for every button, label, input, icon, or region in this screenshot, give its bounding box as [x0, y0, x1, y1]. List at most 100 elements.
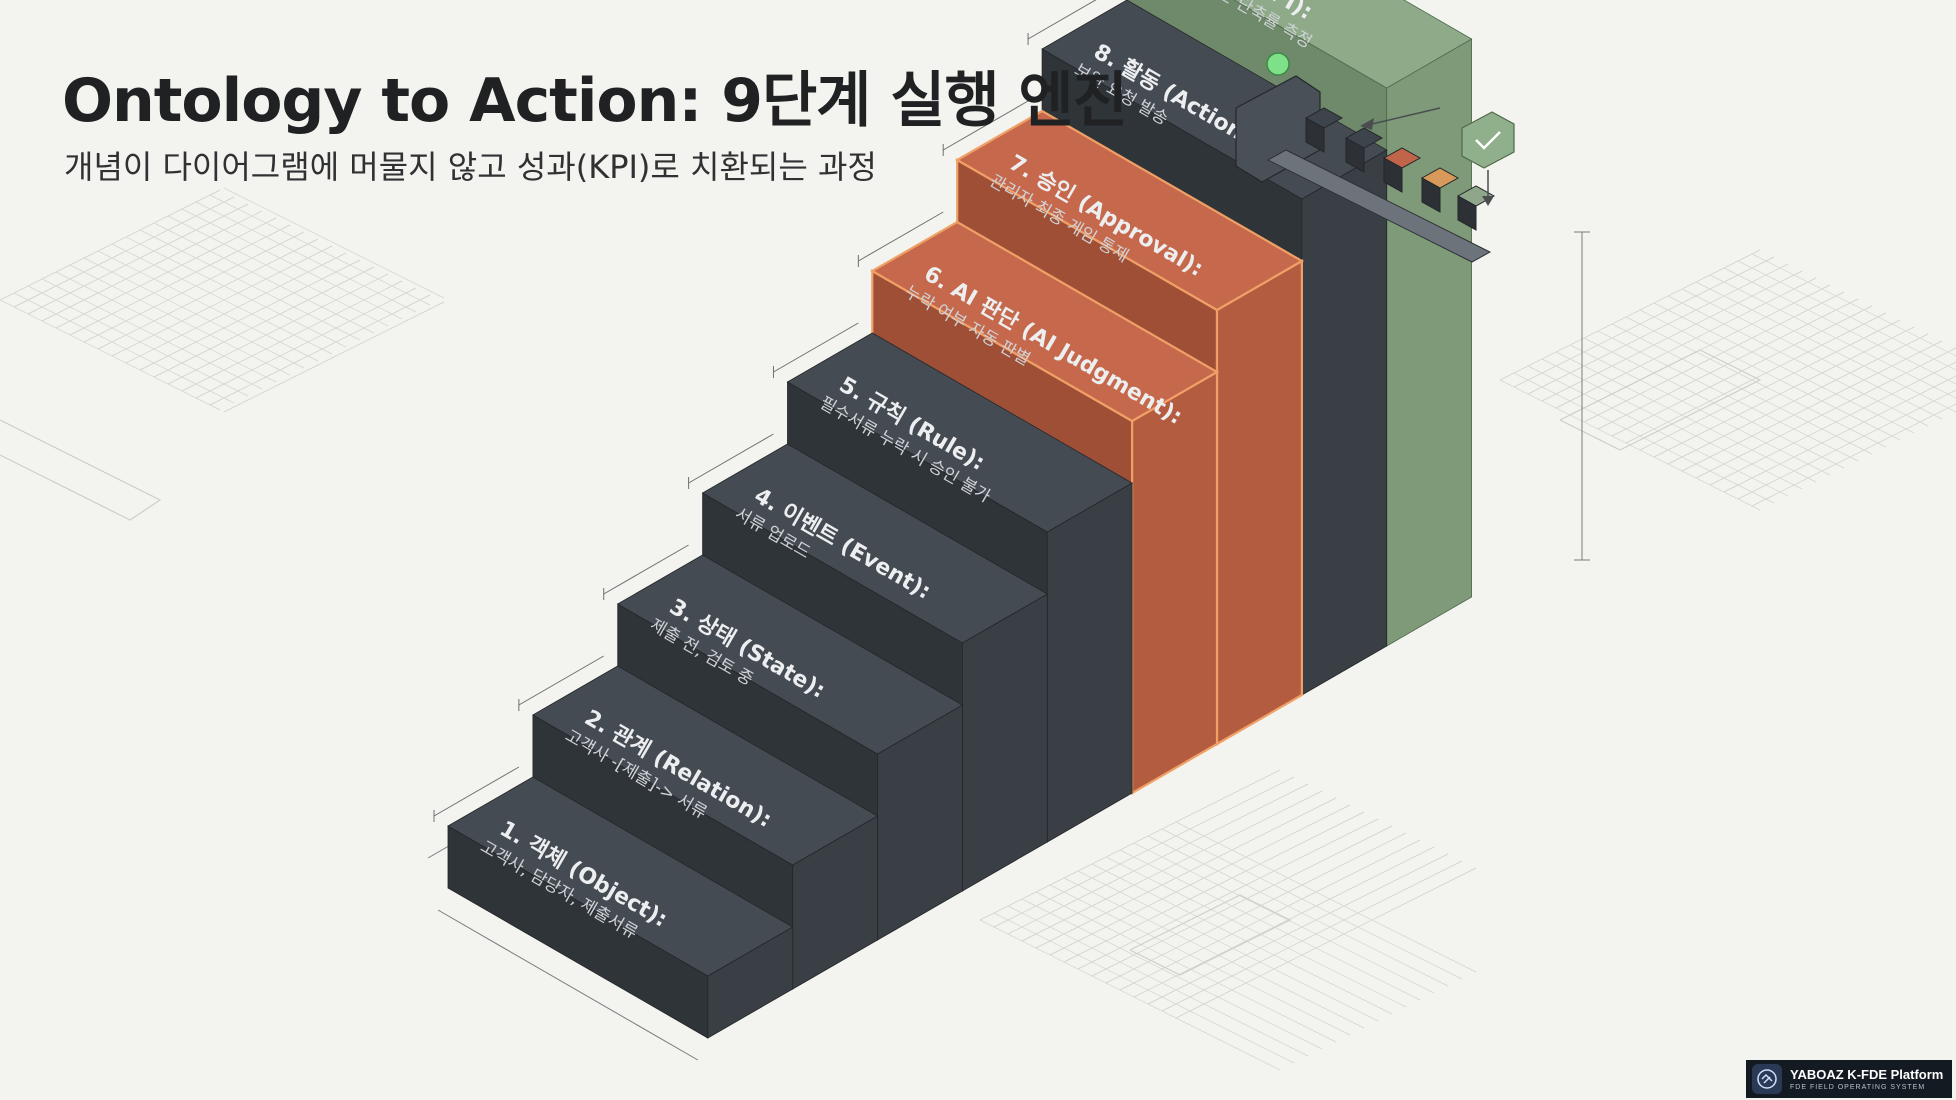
grid-line — [1063, 811, 1365, 963]
grid-line — [195, 201, 417, 313]
grid-line — [1513, 256, 1775, 388]
grid-line — [1541, 270, 1803, 402]
grid-line — [1751, 403, 1956, 507]
grid-line — [1063, 877, 1365, 1029]
grid-line — [1723, 267, 1956, 385]
checkmark-icon — [1475, 131, 1501, 150]
grid-line — [27, 285, 249, 397]
grid-line — [1723, 375, 1956, 493]
approved-box-icon — [1461, 111, 1515, 169]
grid-line — [1681, 288, 1943, 420]
grid-line — [1695, 281, 1956, 413]
grid-line — [1527, 263, 1789, 395]
grid-line — [1049, 804, 1351, 956]
grid-line — [1035, 797, 1337, 949]
grid-line — [111, 243, 333, 355]
step-top-face — [954, 109, 1305, 312]
blueprint-outline — [1559, 349, 1762, 451]
grid-line — [55, 271, 277, 383]
grid-line — [979, 919, 1281, 1071]
grid-line — [1133, 842, 1435, 994]
grid-line — [1077, 870, 1379, 1022]
grid-line — [1007, 905, 1309, 1057]
grid-line — [83, 231, 305, 343]
platform-name: YABOAZ K-FDE Platform — [1790, 1066, 1944, 1082]
grid-line — [69, 224, 291, 336]
grid-line — [1091, 825, 1393, 977]
platform-logo-icon — [1752, 1064, 1782, 1094]
blueprint-outline — [1129, 894, 1292, 976]
grid-line — [0, 299, 221, 411]
grid-line — [1035, 891, 1337, 1043]
grid-line — [1049, 884, 1351, 1036]
grid-line — [167, 273, 389, 385]
down-arrow-head — [1482, 196, 1494, 206]
step-block: 1. 객체 (Object):고객사, 담당자, 제출서류 — [447, 776, 794, 1039]
status-light-icon — [1266, 52, 1290, 76]
grid-line — [1119, 849, 1421, 1001]
dimension-tick — [942, 100, 1029, 151]
platform-badge: YABOAZ K-FDE Platform FDE FIELD OPERATIN… — [1746, 1060, 1952, 1098]
grid-line — [1653, 302, 1915, 434]
dimension-tick — [773, 322, 859, 373]
grid-line — [181, 208, 403, 320]
grid-line — [1105, 856, 1407, 1008]
grid-line — [1639, 309, 1901, 441]
grid-line — [1639, 319, 1901, 451]
step-top-face — [786, 332, 1133, 533]
grid-line — [1709, 361, 1956, 486]
step-top-face — [616, 554, 964, 755]
platform-tagline: FDE FIELD OPERATING SYSTEM — [1790, 1083, 1926, 1091]
grid-line — [1175, 867, 1477, 1019]
step-top-face — [701, 443, 1049, 644]
grid-line — [97, 250, 319, 362]
grid-line — [1709, 274, 1956, 399]
grid-line — [1681, 340, 1943, 472]
package-box-side — [1305, 117, 1325, 153]
grid-line — [153, 266, 375, 378]
dimension-tick — [433, 766, 520, 817]
grid-line — [1161, 860, 1463, 1012]
grid-line — [125, 252, 347, 364]
step-side-face — [1215, 259, 1304, 746]
step-top-face — [1233, 0, 1473, 89]
grid-line — [1105, 832, 1407, 984]
grid-line — [993, 912, 1295, 1064]
package-box-side — [1421, 177, 1441, 213]
grid-line — [125, 236, 347, 348]
grid-line — [1667, 295, 1929, 427]
background-blueprint-grid — [0, 187, 1956, 1071]
step-top-face — [532, 665, 879, 866]
grid-line — [41, 278, 263, 390]
grid-line — [181, 280, 403, 392]
grid-line — [27, 203, 249, 315]
grid-line — [55, 217, 277, 329]
grid-line — [223, 301, 445, 413]
grid-line — [139, 259, 361, 371]
conveyor-belt — [1266, 149, 1492, 263]
grid-line — [1021, 898, 1323, 1050]
grid-line — [1133, 846, 1435, 998]
grid-line — [1751, 253, 1956, 357]
grid-line — [1119, 839, 1421, 991]
package-box-side — [1457, 195, 1477, 231]
grid-line — [1499, 249, 1761, 381]
page-title: Ontology to Action: 9단계 실행 엔진 — [62, 66, 1128, 136]
grid-line — [1737, 389, 1956, 500]
grid-line — [1007, 783, 1309, 935]
grid-line — [195, 287, 417, 399]
blueprint-outline — [0, 419, 162, 521]
grid-line — [13, 196, 235, 308]
grid-line — [209, 194, 431, 306]
grid-line — [111, 245, 333, 357]
page-subtitle: 개념이 다이어그램에 머물지 않고 성과(KPI)로 치환되는 과정 — [64, 148, 877, 186]
grid-line — [167, 215, 389, 327]
grid-line — [979, 769, 1281, 921]
grid-line — [41, 210, 263, 322]
grid-line — [993, 776, 1295, 928]
conveyor-machine-icon — [1235, 52, 1515, 263]
grid-line — [69, 264, 291, 376]
dimension-tick — [858, 211, 944, 262]
grid-line — [83, 257, 305, 369]
